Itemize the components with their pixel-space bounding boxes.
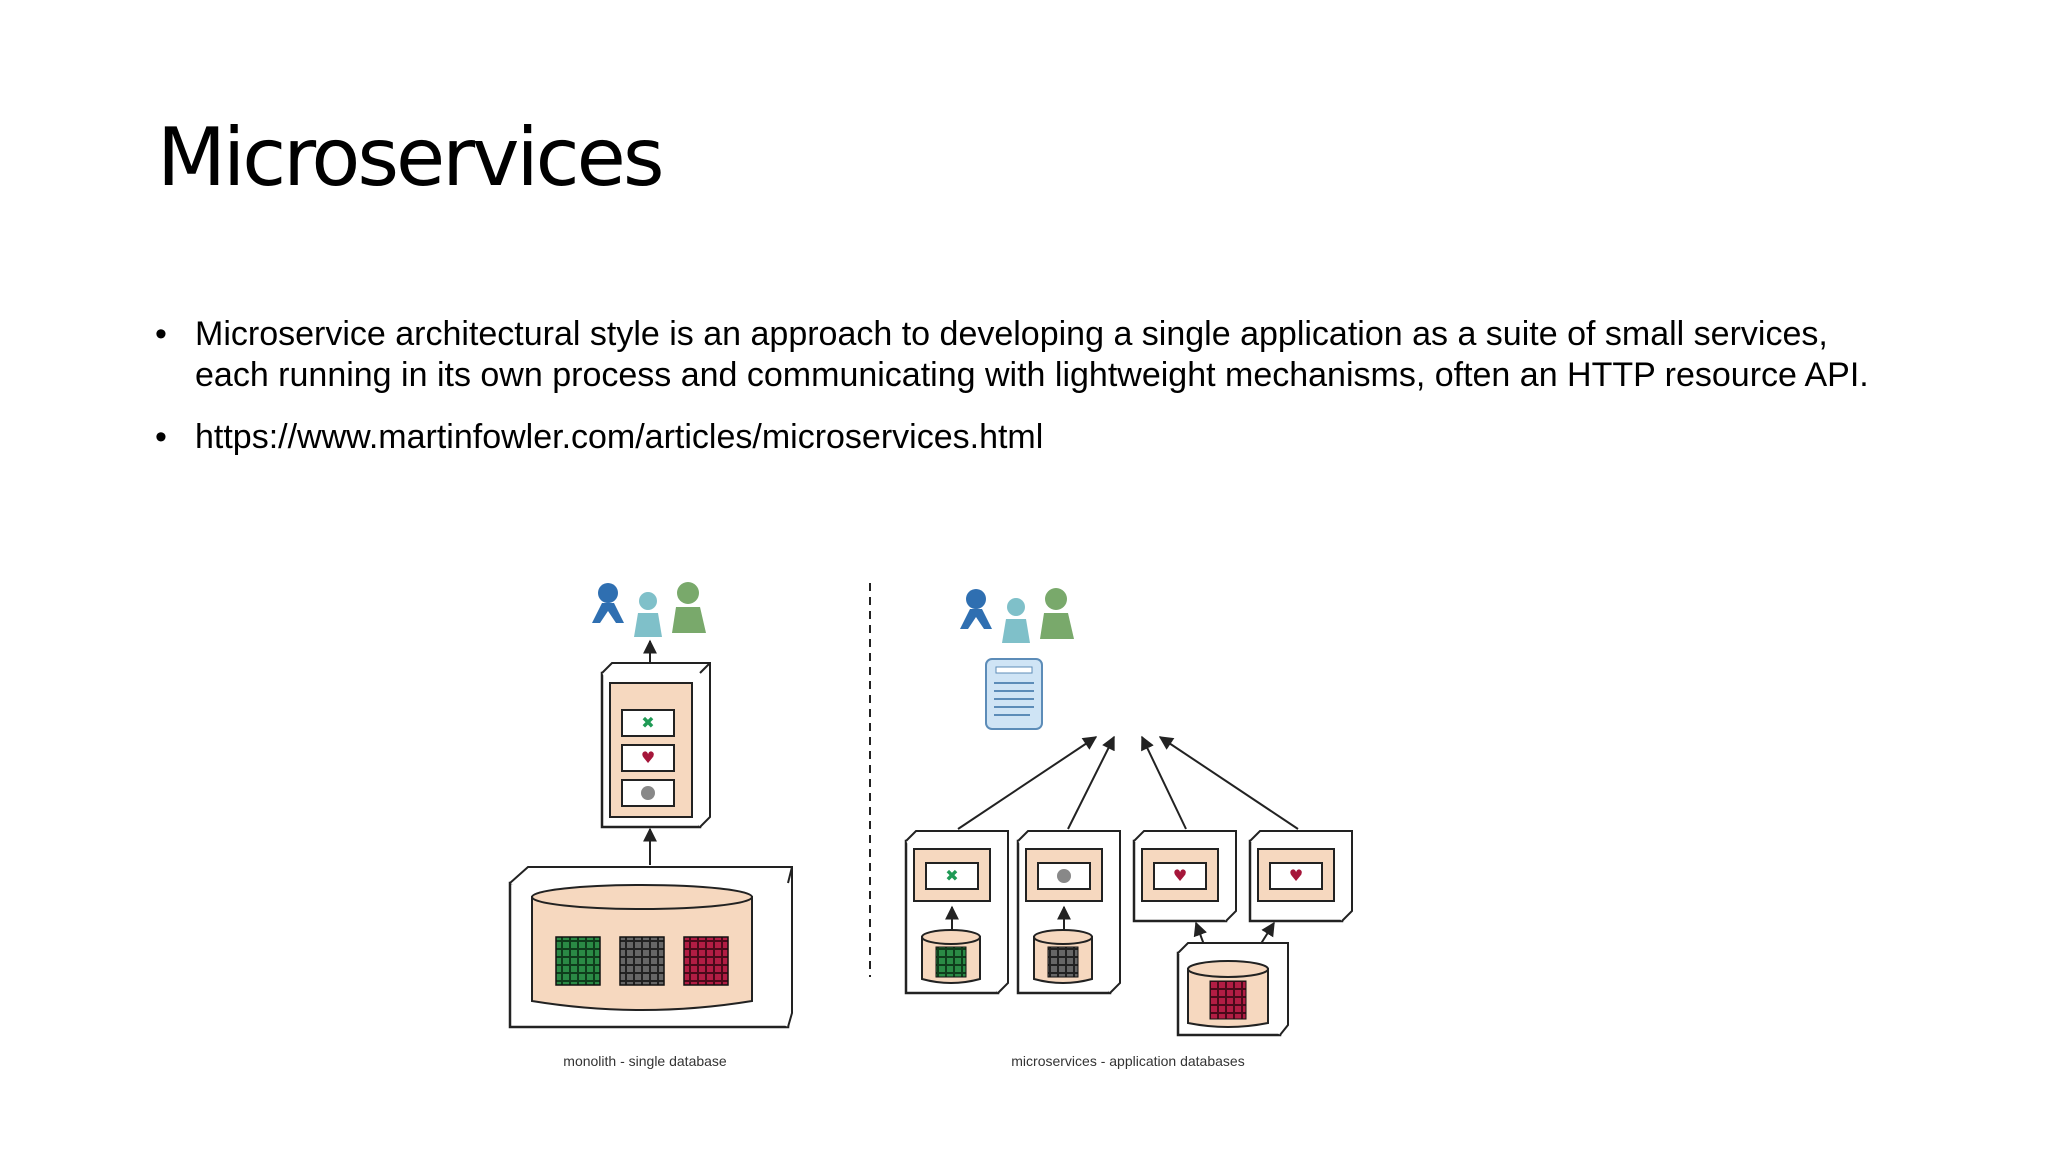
bullet-text: Microservice architectural style is an a… <box>195 315 1869 394</box>
red-module-icon: ♥ <box>1173 866 1187 885</box>
user-teal-icon <box>634 592 662 637</box>
bullet-link[interactable]: https://www.martinfowler.com/articles/mi… <box>195 418 1044 456</box>
module-green-icon: ✖ <box>621 709 675 737</box>
service-green-box: ✖ <box>904 830 1009 995</box>
red-module-icon: ♥ <box>1289 866 1303 885</box>
microservices-caption: microservices - application databases <box>1011 1053 1244 1069</box>
svg-text:♥: ♥ <box>641 748 655 767</box>
bullet-list: • Microservice architectural style is an… <box>155 314 1895 479</box>
user-blue-icon <box>960 589 992 629</box>
slide-title: Microservices <box>157 111 665 204</box>
architecture-diagram: ✖ ♥ monolith - single database <box>490 565 1370 1085</box>
bullet-marker: • <box>155 315 167 353</box>
shared-database-box <box>1176 942 1289 1037</box>
users-icon-group <box>960 588 1074 643</box>
svg-text:✖: ✖ <box>641 713 654 732</box>
user-blue-icon <box>592 583 624 623</box>
user-green-icon <box>1040 588 1074 639</box>
monolith-app-box: ✖ ♥ <box>600 662 711 829</box>
bullet-item: • https://www.martinfowler.com/articles/… <box>155 417 1895 458</box>
bullet-item: • Microservice architectural style is an… <box>155 314 1895 396</box>
module-grey-icon <box>621 779 675 807</box>
module-red-icon: ♥ <box>621 744 675 772</box>
monolith-caption: monolith - single database <box>563 1053 727 1069</box>
bullet-marker: • <box>155 418 167 456</box>
grey-module-icon <box>1057 869 1071 883</box>
green-module-icon: ✖ <box>945 866 958 885</box>
users-icon-group <box>592 582 706 637</box>
user-green-icon <box>672 582 706 633</box>
service-grey-box <box>1016 830 1121 995</box>
monolith-database-box <box>508 866 793 1029</box>
service-red-box-b: ♥ <box>1248 830 1353 923</box>
service-red-box-a: ♥ <box>1132 830 1237 923</box>
user-teal-icon <box>1002 598 1030 643</box>
ui-document-icon <box>985 658 1043 730</box>
